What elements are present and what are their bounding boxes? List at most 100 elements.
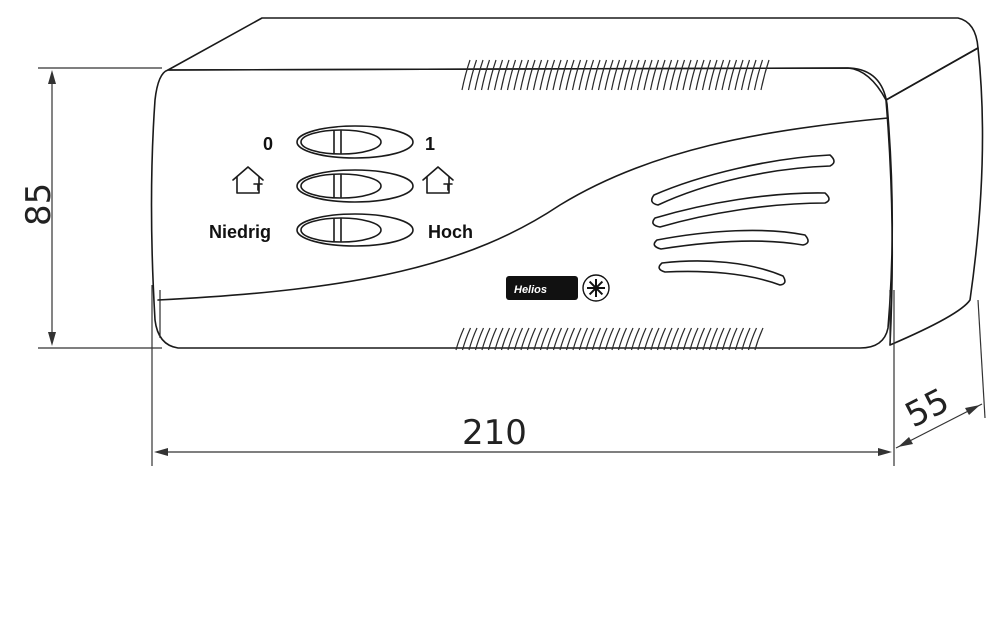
switch-2-knob — [333, 174, 342, 198]
vent-line — [643, 327, 654, 351]
vent-line — [552, 327, 563, 351]
dimension-height: 85 — [19, 67, 162, 349]
grille-slot — [652, 192, 830, 228]
vent-line — [650, 327, 660, 351]
vent-line — [624, 327, 634, 351]
switch-1-right-label: 1 — [425, 134, 435, 154]
vent-line — [487, 327, 498, 351]
vent-line — [623, 59, 634, 91]
vent-line — [702, 327, 712, 351]
switch-1-left-label: 0 — [263, 134, 273, 154]
vent-line — [728, 327, 738, 351]
front-panel-curve — [157, 117, 889, 301]
vent-line — [546, 327, 556, 351]
switch-3-knob — [333, 218, 342, 242]
switch-row-2[interactable] — [232, 166, 454, 203]
vent-line — [617, 59, 627, 91]
vent-line — [753, 59, 764, 91]
vent-line — [565, 59, 575, 91]
vent-line — [526, 327, 537, 351]
top-vent — [461, 59, 770, 91]
switch-3-housing — [296, 213, 414, 247]
vent-line — [721, 59, 731, 91]
vent-line — [610, 59, 621, 91]
switch-row-3[interactable]: Niedrig Hoch — [209, 213, 473, 247]
vent-line — [734, 59, 744, 91]
vent-line — [760, 59, 770, 91]
vent-line — [585, 327, 595, 351]
grille-slot — [650, 154, 835, 206]
vent-line — [630, 327, 641, 351]
vent-line — [689, 327, 699, 351]
vent-line — [649, 59, 660, 91]
vent-line — [669, 59, 679, 91]
vent-line — [597, 59, 608, 91]
vent-line — [682, 327, 693, 351]
vent-line — [637, 327, 647, 351]
switch-row-1[interactable]: 0 1 — [263, 125, 435, 159]
vent-line — [611, 327, 621, 351]
brand-logo: Helios — [506, 274, 610, 302]
vent-line — [734, 327, 745, 351]
vent-line — [662, 59, 673, 91]
vent-line — [578, 59, 588, 91]
vent-line — [604, 327, 615, 351]
vent-line — [701, 59, 712, 91]
vent-line — [656, 59, 666, 91]
vent-line — [461, 59, 471, 91]
vent-line — [494, 327, 504, 351]
vent-line — [565, 327, 576, 351]
vent-line — [727, 59, 738, 91]
vent-line — [604, 59, 614, 91]
logo-badge — [506, 276, 578, 300]
vent-line — [461, 327, 472, 351]
grille-slot — [653, 229, 809, 250]
switch-1-rocker[interactable] — [300, 129, 382, 155]
switch-1-housing — [296, 125, 414, 159]
vent-line — [474, 327, 485, 351]
vent-line — [688, 59, 699, 91]
vent-line — [754, 327, 764, 351]
depth-value: 55 — [899, 381, 956, 436]
vent-line — [526, 59, 536, 91]
vent-line — [715, 327, 725, 351]
vent-line — [591, 327, 602, 351]
vent-line — [708, 327, 719, 351]
vent-line — [572, 327, 582, 351]
vent-line — [656, 327, 667, 351]
switch-2-rocker[interactable] — [300, 173, 382, 199]
vent-line — [513, 59, 523, 91]
vent-line — [520, 327, 530, 351]
vent-line — [747, 59, 757, 91]
vent-line — [669, 327, 680, 351]
speaker-grille — [650, 154, 835, 286]
vent-line — [539, 59, 549, 91]
vent-line — [708, 59, 718, 91]
front-face — [150, 67, 894, 349]
vent-line — [676, 327, 686, 351]
vent-line — [630, 59, 640, 91]
vent-line — [552, 59, 562, 91]
switch-3-rocker[interactable] — [300, 217, 382, 243]
vent-line — [695, 327, 706, 351]
vent-line — [714, 59, 725, 91]
side-face — [885, 47, 984, 346]
vent-line — [617, 327, 628, 351]
vent-line — [455, 327, 465, 351]
switch-2-housing — [296, 169, 414, 203]
house-icon — [422, 166, 454, 194]
vent-line — [558, 59, 569, 91]
vent-line — [591, 59, 601, 91]
bottom-vent — [455, 327, 764, 351]
vent-line — [474, 59, 484, 91]
device-housing — [150, 17, 984, 349]
switch-1-knob — [333, 130, 342, 154]
vent-line — [740, 59, 751, 91]
grille-slot — [658, 260, 786, 286]
vent-line — [467, 59, 478, 91]
switch-3-right-label: Hoch — [428, 222, 473, 242]
vent-line — [506, 59, 517, 91]
vent-line — [539, 327, 550, 351]
